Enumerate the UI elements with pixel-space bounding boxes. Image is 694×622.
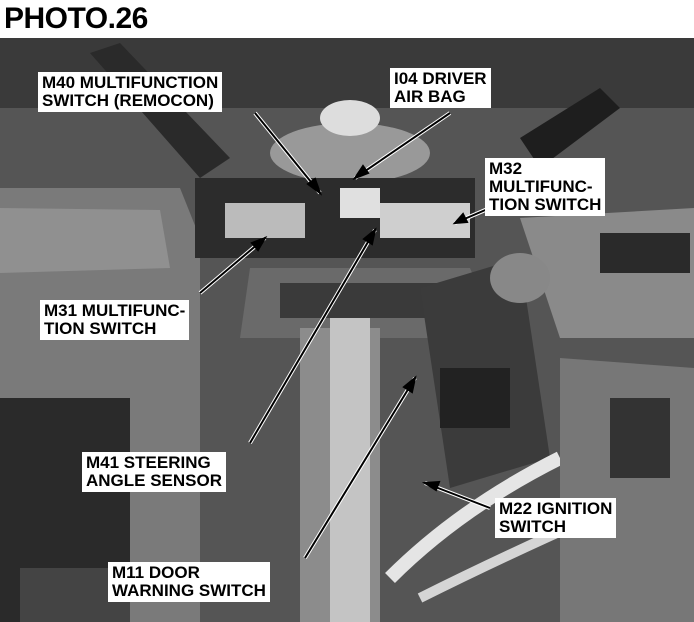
callout-line: SWITCH xyxy=(499,517,567,536)
callout-line: M40 MULTIFUNCTION xyxy=(42,73,219,92)
callout-line: ANGLE SENSOR xyxy=(86,471,223,490)
callout-m31-multifunction-switch: M31 MULTIFUNC- TION SWITCH xyxy=(40,300,190,340)
callout-line: I04 DRIVER xyxy=(394,69,487,88)
callout-m11-door-warning-switch: M11 DOOR WARNING SWITCH xyxy=(108,562,270,602)
callout-m32-multifunction-switch: M32 MULTIFUNC- TION SWITCH xyxy=(485,158,606,216)
callout-m22-ignition-switch: M22 IGNITION SWITCH xyxy=(495,498,617,538)
callout-line: AIR BAG xyxy=(394,87,466,106)
callout-line: SWITCH (REMOCON) xyxy=(42,91,214,110)
callout-i04-driver-air-bag: I04 DRIVER AIR BAG xyxy=(390,68,491,108)
callout-line: TION SWITCH xyxy=(489,195,602,214)
callout-m41-steering-angle-sensor: M41 STEERING ANGLE SENSOR xyxy=(82,452,227,492)
steering-column-photo xyxy=(0,38,694,622)
figure-title: PHOTO.26 xyxy=(4,2,148,35)
callout-line: WARNING SWITCH xyxy=(112,581,266,600)
callout-line: M41 STEERING xyxy=(86,453,211,472)
callout-line: M32 xyxy=(489,159,523,178)
callout-line: TION SWITCH xyxy=(44,319,157,338)
callout-line: M11 DOOR xyxy=(112,563,200,582)
callout-line: M22 IGNITION xyxy=(499,499,613,518)
callout-line: MULTIFUNC- xyxy=(489,177,593,196)
callout-line: M31 MULTIFUNC- xyxy=(44,301,186,320)
callout-m40-multifunction-switch: M40 MULTIFUNCTION SWITCH (REMOCON) xyxy=(38,72,223,112)
